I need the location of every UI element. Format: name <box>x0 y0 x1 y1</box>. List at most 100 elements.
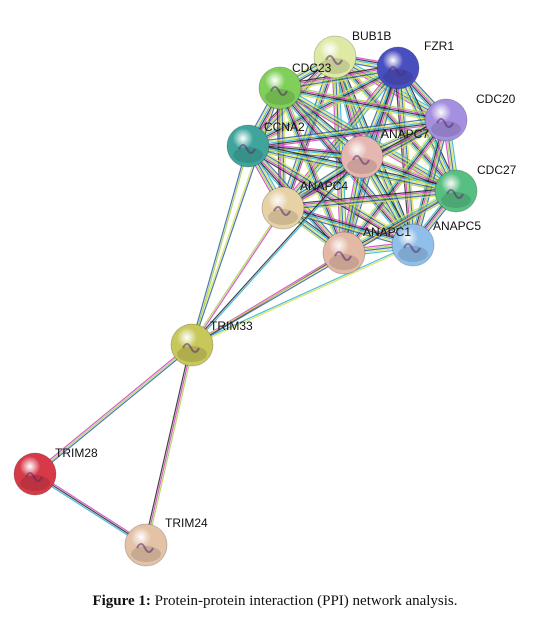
node-circle[interactable] <box>434 169 478 213</box>
edge-trim33-anapc4 <box>190 207 285 346</box>
node-circle[interactable] <box>13 452 57 496</box>
node-shading <box>268 209 298 225</box>
edge-line <box>192 146 250 346</box>
edge-line <box>192 157 364 346</box>
protein-structure-icon <box>238 144 256 154</box>
node-fzr1[interactable]: FZR1 <box>376 39 454 90</box>
edge-trim33-ccna2 <box>190 145 250 346</box>
node-trim28[interactable]: TRIM28 <box>13 446 98 496</box>
edge-line <box>247 67 399 147</box>
edge-line <box>246 66 398 146</box>
edge-line <box>332 58 455 194</box>
node-circle[interactable] <box>226 124 270 168</box>
node-cdc20[interactable]: CDC20 <box>424 92 516 142</box>
edge-line <box>192 208 285 346</box>
node-shading <box>320 58 350 74</box>
edge-trim33-anapc5 <box>191 243 414 347</box>
node-circle[interactable] <box>340 135 384 179</box>
node-shading <box>233 147 263 163</box>
edge-cdc27-anapc4 <box>282 187 457 212</box>
edge-line <box>282 188 456 208</box>
edge-line <box>33 474 146 547</box>
edge-line <box>190 156 362 345</box>
node-circle[interactable] <box>376 46 420 90</box>
node-label: TRIM24 <box>165 516 208 530</box>
node-circle[interactable] <box>124 523 168 567</box>
edge-cdc20-ccna2 <box>247 116 447 150</box>
node-label: TRIM28 <box>55 446 98 460</box>
edge-cdc23-cdc20 <box>279 84 447 124</box>
edge-line <box>279 90 446 124</box>
edge-line <box>342 189 456 253</box>
node-label: TRIM33 <box>210 319 253 333</box>
edge-line <box>283 205 414 245</box>
protein-structure-icon <box>325 55 343 65</box>
node-shading <box>329 254 359 270</box>
edge-line <box>281 210 413 249</box>
node-cdc27[interactable]: CDC27 <box>434 163 517 213</box>
edge-line <box>246 64 397 144</box>
protein-structure-icon <box>446 189 464 199</box>
protein-structure-icon <box>436 118 454 128</box>
node-label: CDC23 <box>292 61 332 75</box>
edge-line <box>282 208 413 248</box>
node-label: ANAPC5 <box>433 219 481 233</box>
edge-line <box>143 344 192 545</box>
edge-trim33-trim28 <box>33 343 194 476</box>
node-shading <box>441 192 471 208</box>
protein-structure-icon <box>334 251 352 261</box>
node-bub1b[interactable]: BUB1B <box>313 29 391 79</box>
edge-line <box>247 116 446 144</box>
edge-line <box>145 344 193 546</box>
node-circle[interactable] <box>391 223 435 267</box>
edge-line <box>280 85 447 120</box>
node-label: CDC20 <box>476 92 516 106</box>
node-anapc5[interactable]: ANAPC5 <box>391 219 481 267</box>
edge-line <box>248 120 447 149</box>
protein-structure-icon <box>388 66 406 76</box>
node-trim33[interactable]: TRIM33 <box>170 319 253 367</box>
caption-text: Protein-protein interaction (PPI) networ… <box>150 593 458 609</box>
edge-line <box>282 207 414 246</box>
edge-line <box>34 473 147 546</box>
edge-line <box>342 187 455 251</box>
edge-line <box>191 189 456 345</box>
protein-structure-icon <box>273 206 291 216</box>
edge-line <box>192 245 414 347</box>
protein-structure-icon <box>25 472 43 482</box>
node-cdc23[interactable]: CDC23 <box>258 61 332 110</box>
node-trim24[interactable]: TRIM24 <box>124 516 208 567</box>
edge-line <box>247 117 446 146</box>
node-circle[interactable] <box>258 66 302 110</box>
figure-caption: Figure 1: Protein-protein interaction (P… <box>0 593 550 610</box>
node-anapc1[interactable]: ANAPC1 <box>322 225 411 275</box>
edge-line <box>146 345 195 546</box>
node-circle[interactable] <box>313 35 357 79</box>
node-ccna2[interactable]: CCNA2 <box>226 120 305 168</box>
node-circle[interactable] <box>424 98 468 142</box>
edge-line <box>282 67 399 209</box>
node-label: BUB1B <box>352 29 391 43</box>
node-anapc4[interactable]: ANAPC4 <box>261 179 348 230</box>
protein-structure-icon <box>352 155 370 165</box>
edge-line <box>190 145 248 345</box>
node-shading <box>131 546 161 562</box>
edge-line <box>397 67 414 246</box>
edge-line <box>343 119 447 254</box>
edge-line <box>336 54 459 190</box>
edge-line <box>415 120 450 246</box>
node-circle[interactable] <box>261 186 305 230</box>
node-circle[interactable] <box>322 231 366 275</box>
protein-structure-icon <box>403 243 421 253</box>
edge-line <box>281 84 458 189</box>
edge-line <box>35 472 148 545</box>
edge-line <box>192 191 457 347</box>
edge-line <box>276 88 342 255</box>
node-anapc7[interactable]: ANAPC7 <box>340 127 429 179</box>
edge-line <box>285 69 401 211</box>
node-circle[interactable] <box>170 323 214 367</box>
edge-line <box>34 344 193 475</box>
node-label: ANAPC4 <box>300 179 348 193</box>
edge-line <box>282 187 456 206</box>
